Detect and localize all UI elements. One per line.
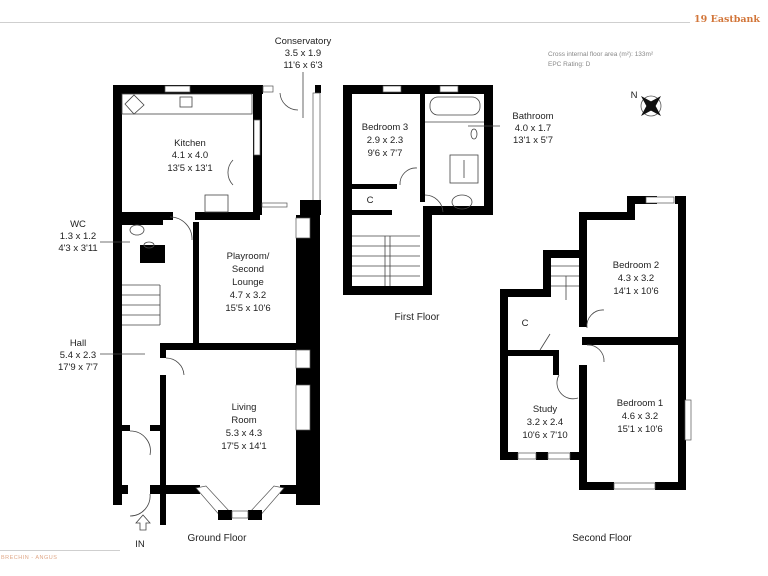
gross-area: Cross internal floor area (m²): 133m² — [548, 51, 654, 58]
first-floor-plan — [343, 85, 500, 295]
bedroom1-imperial: 15'1 x 10'6 — [617, 424, 662, 435]
bedroom2-metric: 4.3 x 3.2 — [618, 273, 654, 284]
wc-name: WC — [70, 219, 86, 230]
entrance-label: IN — [135, 539, 145, 550]
study-name: Study — [533, 404, 558, 415]
hall-name: Hall — [70, 338, 86, 349]
living-name-1: Living — [232, 402, 257, 413]
playroom-name-1: Playroom/ — [227, 251, 270, 262]
property-name: 19 Eastbank — [694, 14, 760, 25]
location-label: BRECHIN - ANGUS — [1, 555, 58, 561]
bedroom1-metric: 4.6 x 3.2 — [622, 411, 658, 422]
ground-floor-plan — [113, 72, 321, 531]
epc-rating: EPC Rating: D — [548, 61, 591, 68]
study-metric: 3.2 x 2.4 — [527, 417, 563, 428]
bedroom1-name: Bedroom 1 — [617, 398, 663, 409]
playroom-name-3: Lounge — [232, 277, 264, 288]
bedroom2-imperial: 14'1 x 10'6 — [613, 286, 658, 297]
second-floor-plan — [500, 196, 692, 490]
property-meta: Cross internal floor area (m²): 133m² EP… — [548, 50, 653, 70]
bedroom2-name: Bedroom 2 — [613, 260, 659, 271]
conservatory-imperial: 11'6 x 6'3 — [283, 60, 322, 71]
living-imperial: 17'5 x 14'1 — [221, 441, 266, 452]
living-metric: 5.3 x 4.3 — [226, 428, 262, 439]
kitchen-imperial: 13'5 x 13'1 — [167, 163, 212, 174]
bathroom-name: Bathroom — [512, 111, 553, 122]
playroom-name-2: Second — [232, 264, 264, 275]
wc-imperial: 4'3 x 3'11 — [58, 243, 97, 254]
bedroom3-imperial: 9'6 x 7'7 — [368, 148, 403, 159]
study-imperial: 10'6 x 7'10 — [522, 430, 567, 441]
second-cupboard-label: C — [522, 318, 529, 329]
compass-icon — [640, 95, 662, 117]
playroom-metric: 4.7 x 3.2 — [230, 290, 266, 301]
kitchen-name: Kitchen — [174, 138, 206, 149]
wc-metric: 1.3 x 1.2 — [60, 231, 96, 242]
kitchen-metric: 4.1 x 4.0 — [172, 150, 208, 161]
header-divider — [0, 22, 690, 23]
first-cupboard-label: C — [367, 195, 374, 206]
playroom-imperial: 15'5 x 10'6 — [225, 303, 270, 314]
hall-metric: 5.4 x 2.3 — [60, 350, 96, 361]
bathroom-imperial: 13'1 x 5'7 — [513, 135, 553, 146]
hall-imperial: 17'9 x 7'7 — [58, 362, 98, 373]
living-name-2: Room — [231, 415, 256, 426]
conservatory-name: Conservatory — [275, 36, 332, 47]
bedroom3-metric: 2.9 x 2.3 — [367, 135, 403, 146]
second-floor-title: Second Floor — [572, 533, 632, 544]
first-floor-title: First Floor — [395, 312, 441, 323]
bedroom3-name: Bedroom 3 — [362, 122, 408, 133]
ground-floor-title: Ground Floor — [188, 533, 248, 544]
conservatory-metric: 3.5 x 1.9 — [285, 48, 321, 59]
bathroom-metric: 4.0 x 1.7 — [515, 123, 551, 134]
compass-north-label: N — [631, 90, 638, 101]
footer-divider — [0, 550, 120, 551]
